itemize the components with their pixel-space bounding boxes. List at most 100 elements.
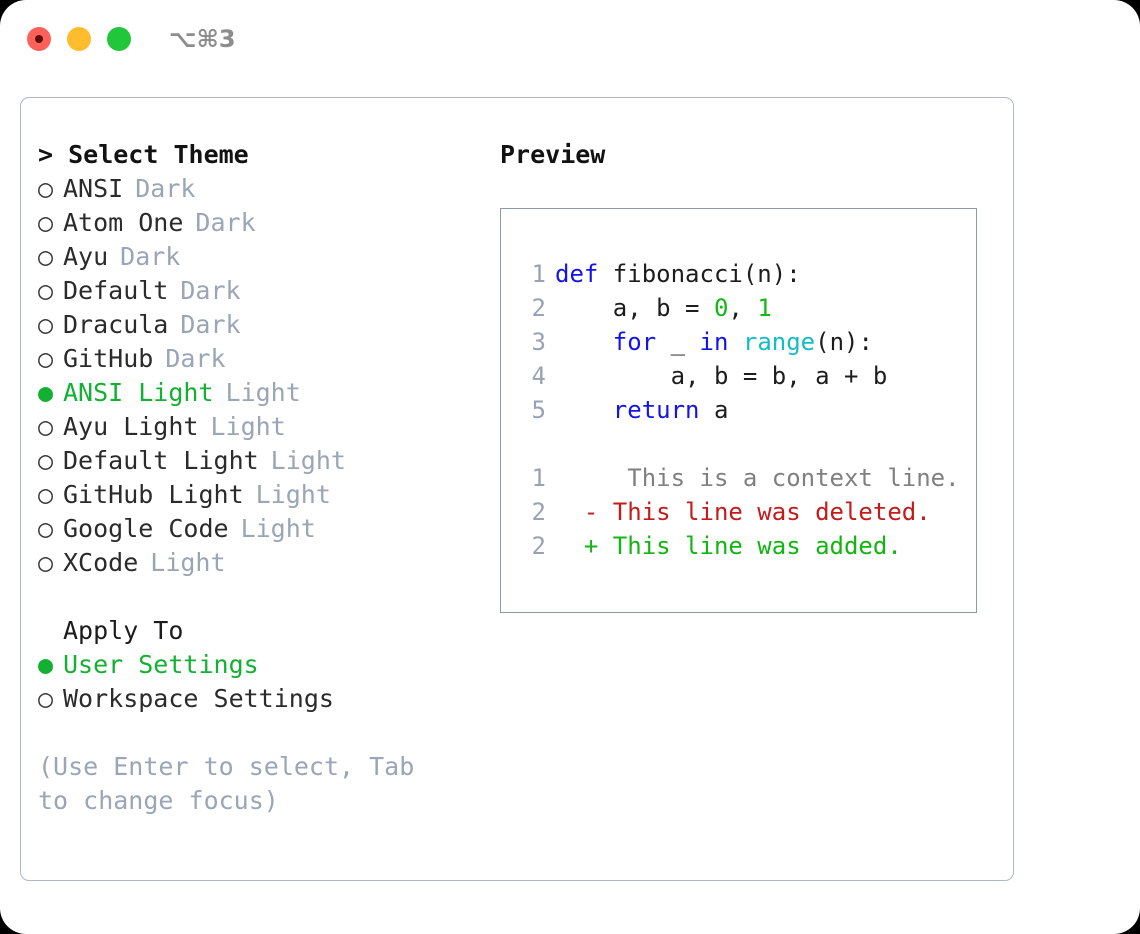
theme-name-label: Default xyxy=(63,276,169,305)
apply-to-option-label: Workspace Settings xyxy=(63,684,334,713)
code-token-plain xyxy=(555,328,613,356)
theme-name-label: Atom One xyxy=(63,208,184,237)
theme-kind-label: Dark xyxy=(165,344,226,373)
preview-heading: Preview xyxy=(500,140,606,169)
code-token-num: 1 xyxy=(757,294,772,322)
theme-name-label: ANSI Light xyxy=(63,378,214,407)
theme-name-label: Ayu xyxy=(63,242,109,271)
code-token-kw: return xyxy=(612,396,700,424)
theme-kind-label: Dark xyxy=(180,276,241,305)
preview-spacer xyxy=(518,427,976,461)
code-line-number: 2 xyxy=(531,294,546,322)
code-token-plain: a, b = xyxy=(555,294,714,322)
diff-line: 2 + This line was added. xyxy=(518,529,976,563)
radio-unselected-icon[interactable]: ○ xyxy=(38,242,54,271)
code-line: 5 return a xyxy=(518,393,976,427)
apply-to-option-label: User Settings xyxy=(63,650,259,679)
theme-name-label: Default Light xyxy=(63,446,259,475)
theme-kind-label: Light xyxy=(240,514,316,543)
theme-kind-label: Dark xyxy=(180,310,241,339)
apply-to-option[interactable]: ○ Workspace Settings xyxy=(38,682,500,716)
radio-unselected-icon[interactable]: ○ xyxy=(38,480,54,509)
radio-unselected-icon[interactable]: ○ xyxy=(38,514,54,543)
theme-list-item[interactable]: ○ Dracula Dark xyxy=(38,308,500,342)
theme-name-label: Dracula xyxy=(63,310,169,339)
theme-kind-label: Dark xyxy=(195,208,256,237)
code-token-plain: , xyxy=(728,294,758,322)
radio-unselected-icon[interactable]: ○ xyxy=(38,412,54,441)
theme-name-label: Ayu Light xyxy=(63,412,199,441)
minimize-button[interactable] xyxy=(67,27,91,51)
diff-line-text-add: + This line was added. xyxy=(555,532,902,560)
theme-kind-label: Light xyxy=(270,446,346,475)
code-line: 2 a, b = 0, 1 xyxy=(518,291,976,325)
code-token-plain: fibonacci(n): xyxy=(598,260,801,288)
code-line: 3 for _ in range(n): xyxy=(518,325,976,359)
theme-list-item[interactable]: ○ Ayu Light Light xyxy=(38,410,500,444)
code-token-fn: range xyxy=(742,328,816,356)
maximize-button[interactable] xyxy=(107,27,131,51)
diff-line-text-ctx: This is a context line. xyxy=(555,464,960,492)
apply-to-option[interactable]: ● User Settings xyxy=(38,648,500,682)
theme-kind-label: Light xyxy=(210,412,286,441)
code-line-text: def fibonacci(n): xyxy=(555,257,801,291)
radio-selected-icon[interactable]: ● xyxy=(38,378,54,407)
theme-name-label: XCode xyxy=(63,548,139,577)
diff-line: 1 This is a context line. xyxy=(518,461,976,495)
radio-selected-icon[interactable]: ● xyxy=(38,650,54,679)
radio-unselected-icon[interactable]: ○ xyxy=(38,684,54,713)
code-line-text: a, b = 0, 1 xyxy=(555,291,772,325)
code-token-num: 0 xyxy=(713,294,729,322)
theme-name-label: GitHub Light xyxy=(63,480,244,509)
window-titlebar: ⌥⌘3 xyxy=(0,0,1140,78)
theme-list-item[interactable]: ○ Ayu Dark xyxy=(38,240,500,274)
theme-kind-label: Dark xyxy=(135,174,196,203)
code-line-text: return a xyxy=(555,393,729,427)
apply-to-section: Apply To ●User Settings○Workspace Settin… xyxy=(38,614,500,716)
code-line-text: a, b = b, a + b xyxy=(555,359,888,393)
theme-name-label: Google Code xyxy=(63,514,229,543)
theme-list-item[interactable]: ○ Atom One Dark xyxy=(38,206,500,240)
code-line-number: 3 xyxy=(531,328,546,356)
close-button[interactable] xyxy=(27,27,51,51)
keyboard-hint-text: (Use Enter to select, Tab to change focu… xyxy=(38,752,415,815)
code-line-number: 5 xyxy=(531,396,546,424)
select-theme-heading: > Select Theme xyxy=(38,140,249,169)
theme-kind-label: Dark xyxy=(120,242,181,271)
code-token-kw: in xyxy=(699,328,729,356)
theme-list-item[interactable]: ○ Default Light Light xyxy=(38,444,500,478)
code-line: 4 a, b = b, a + b xyxy=(518,359,976,393)
code-line-number: 1 xyxy=(531,260,546,288)
diff-sample: 1 This is a context line.2 - This line w… xyxy=(518,461,976,563)
theme-kind-label: Light xyxy=(255,480,331,509)
code-token-plain: a xyxy=(699,396,729,424)
diff-line: 2 - This line was deleted. xyxy=(518,495,976,529)
radio-unselected-icon[interactable]: ○ xyxy=(38,446,54,475)
radio-unselected-icon[interactable]: ○ xyxy=(38,548,54,577)
theme-list-item[interactable]: ○ Google Code Light xyxy=(38,512,500,546)
radio-unselected-icon[interactable]: ○ xyxy=(38,310,54,339)
radio-unselected-icon[interactable]: ○ xyxy=(38,208,54,237)
radio-unselected-icon[interactable]: ○ xyxy=(38,276,54,305)
code-token-plain: a, b = b, a + b xyxy=(555,362,888,390)
diff-line-number: 1 xyxy=(531,464,546,492)
code-token-plain: (n): xyxy=(815,328,873,356)
radio-unselected-icon[interactable]: ○ xyxy=(38,174,54,203)
code-token-plain: _ xyxy=(656,328,700,356)
theme-list-item[interactable]: ○ Default Dark xyxy=(38,274,500,308)
apply-to-option-list[interactable]: ● User Settings ○ Workspace Settings xyxy=(38,648,500,716)
theme-list-item[interactable]: ○ GitHub Light Light xyxy=(38,478,500,512)
radio-unselected-icon[interactable]: ○ xyxy=(38,344,54,373)
